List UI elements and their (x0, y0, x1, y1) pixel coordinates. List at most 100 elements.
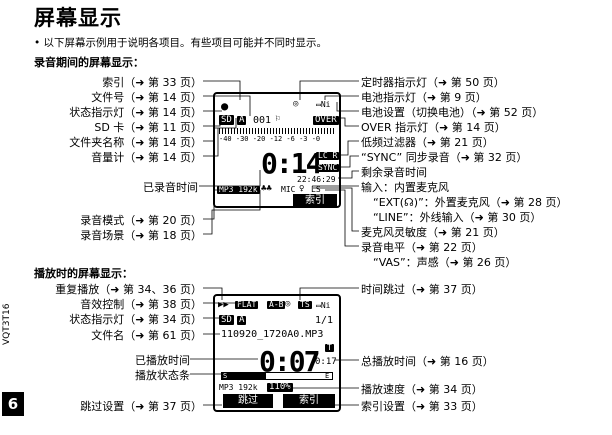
file-name: 110920_1720A0.MP3 (221, 329, 324, 340)
label-repeat: 重复播放（➜ 第 34、36 页） (55, 283, 202, 296)
leader-battery (324, 95, 359, 100)
label-vas: “VAS”：声感（➜ 第 26 页） (373, 256, 517, 269)
label-low-cut: 低频过滤器（➜ 第 21 页） (361, 136, 494, 149)
label-skip-setting: 跳过设置（➜ 第 37 页） (80, 400, 202, 413)
label-timer: 定时器指示灯（➜ 第 50 页） (361, 76, 505, 89)
sd-icon: SD (219, 315, 234, 325)
leader-repeat (203, 287, 223, 300)
file-number: 001 (253, 115, 272, 126)
sensitivity: LS (311, 185, 321, 194)
label-rec-mode: 录音模式（➜ 第 20 页） (80, 214, 202, 227)
page-number: 6 (2, 392, 24, 416)
leader-rec-level (325, 189, 359, 247)
label-sd-card: SD 卡（➜ 第 11 页） (94, 121, 202, 134)
label-progress-bar: 播放状态条 (135, 369, 190, 382)
leader-sync (338, 155, 359, 168)
label-sync: “SYNC” 同步录音（➜ 第 32 页） (361, 151, 528, 164)
leader-meter (203, 128, 219, 157)
rec-mode: MP3 192k (217, 185, 260, 194)
label-eq: 音效控制（➜ 第 38 页） (80, 298, 202, 311)
folder-name: A (237, 115, 247, 125)
leader-battery-setting (336, 102, 359, 112)
recording-heading: 录音期间的屏幕显示： (34, 56, 144, 69)
battery-icon: ▭Ni (316, 100, 331, 109)
time-skip-indicator: TS (298, 300, 312, 309)
play-mode: MP3 192k (219, 383, 258, 392)
leader-scene (203, 190, 261, 235)
timer-icon: ◎ (293, 99, 299, 109)
label-status-indicator: 状态指示灯（➜ 第 14 页） (69, 106, 202, 119)
t-indicator-icon: T (325, 343, 334, 352)
label-time-skip: 时间跳过（➜ 第 37 页） (361, 283, 483, 296)
progress-end: E (325, 372, 330, 380)
label-rec-scene: 录音场景（➜ 第 18 页） (80, 229, 202, 242)
label-line-in: “LINE”：外线输入（➜ 第 30 页） (373, 211, 542, 224)
battery-icon: ▭Ni (316, 301, 331, 310)
scene-icon: ♣♣ (261, 184, 272, 194)
label-file-name: 文件名（➜ 第 61 页） (91, 329, 202, 342)
label-input: 输入：内置麦克风 (361, 181, 449, 194)
intro-note: • 以下屏幕示例用于说明各项目。有些项目可能并不同时显示。 (34, 37, 328, 49)
label-level-meter: 音量计（➜ 第 14 页） (91, 151, 202, 164)
leader-lowcut (338, 140, 359, 156)
leader-timer (299, 80, 359, 100)
folder-name: A (237, 315, 247, 325)
label-remaining: 剩余录音时间 (361, 166, 427, 179)
file-count: 1/1 (315, 315, 334, 326)
label-index: 索引（➜ 第 33 页） (102, 76, 202, 89)
index-flag-icon: ⚐ (275, 114, 281, 124)
progress-bar (221, 372, 333, 380)
leader-over (335, 117, 359, 127)
ab-repeat: A-B (267, 300, 286, 309)
label-speed: 播放速度（➜ 第 34 页） (361, 383, 483, 396)
recording-lcd: ● ◎ ▭Ni SD A 001 ⚐ OVER -40 -30 -20 -12 … (213, 92, 341, 208)
playback-lcd: ▶▶ FLAT A-B ◎ TS ▭Ni SD A 1/1 110920_172… (213, 294, 341, 412)
label-battery: 电池指示灯（➜ 第 9 页） (361, 91, 487, 104)
progress-start: S (223, 372, 228, 380)
play-speed: 110% (267, 382, 293, 392)
playback-heading: 播放时的屏幕显示： (34, 267, 133, 280)
meter-scale: -40 -30 -20 -12 -6 -3 -0 (219, 135, 321, 143)
elapsed-time: 0:14 (261, 147, 322, 180)
label-total-time: 总播放时间（➜ 第 16 页） (361, 355, 494, 368)
label-ext-mic: “EXT(☊)”：外置麦克风（➜ 第 28 页） (373, 196, 568, 209)
leader-index (203, 80, 241, 100)
record-dot-icon: ● (221, 99, 229, 113)
over-indicator: OVER (313, 115, 339, 125)
leader-mode (203, 189, 222, 220)
leader-sd (203, 118, 221, 127)
label-play-status: 状态指示灯（➜ 第 34 页） (69, 313, 202, 326)
leader-folder (203, 118, 237, 142)
leader-elapsed (199, 170, 261, 187)
timer-icon: ◎ (285, 299, 291, 309)
total-play-time: 0:17 (315, 357, 337, 367)
remaining-time: 22:46:29 (297, 175, 336, 184)
label-mic-sensitivity: 麦克风灵敏度（➜ 第 21 页） (361, 226, 505, 239)
progress-fill (222, 373, 266, 379)
mic-icon: ♀ (299, 184, 305, 194)
leader-ts (299, 287, 359, 300)
page-title: 屏幕显示 (34, 6, 122, 30)
input-source: MIC (281, 185, 296, 194)
index-softkey[interactable]: 索引 (283, 394, 335, 408)
level-meter-bar (219, 128, 335, 134)
label-folder-name: 文件夹名称（➜ 第 14 页） (69, 136, 202, 149)
skip-softkey[interactable]: 跳过 (223, 394, 273, 408)
side-code: VQT3T16 (2, 303, 12, 345)
label-over: OVER 指示灯（➜ 第 14 页） (361, 121, 506, 134)
leader-remaining (338, 170, 359, 179)
label-rec-level: 录音电平（➜ 第 22 页） (361, 241, 483, 254)
sync-indicator: SYNC (316, 163, 340, 172)
label-elapsed-play: 已播放时间 (135, 354, 190, 367)
play-icon: ▶▶ (218, 300, 229, 310)
label-elapsed-rec: 已录音时间 (143, 181, 198, 194)
label-battery-setting: 电池设置（切换电池）（➜ 第 52 页） (361, 106, 544, 119)
eq-flat: FLAT (235, 300, 259, 309)
index-softkey[interactable]: 索引 (293, 194, 337, 208)
leader-file-number (203, 95, 251, 116)
elapsed-play-time: 0:07 (259, 345, 320, 378)
label-index-setting: 索引设置（➜ 第 33 页） (361, 400, 483, 413)
label-file-number: 文件号（➜ 第 14 页） (91, 91, 202, 104)
lcr-indicator: LC R (316, 151, 340, 160)
